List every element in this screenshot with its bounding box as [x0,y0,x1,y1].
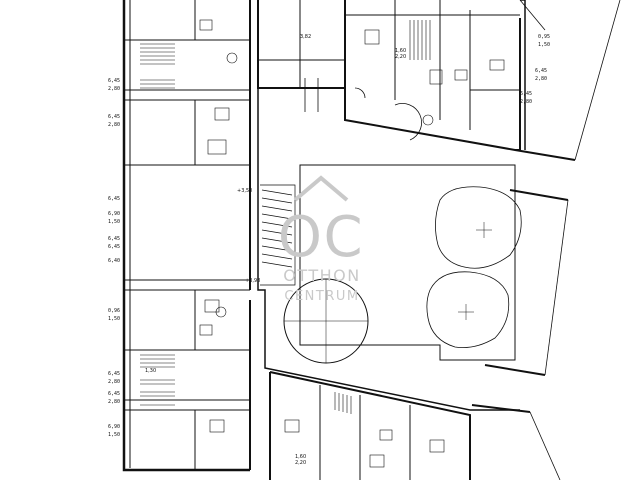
courtyard-plaza [299,164,516,361]
diagonal-edges [519,0,621,480]
dim-label: 1,50 [538,42,550,48]
outer-wall-left-wing [122,0,250,472]
courtyard-stair [260,184,296,286]
dim-label: 2,80 [535,76,547,82]
dim-label: 6,45 [108,391,120,397]
courtyard-wall [257,88,520,411]
dim-label: 6,45 [108,114,120,120]
room-labels: 1,60 2,20 3,82 1,30 +3,98 +3,50 1,60 2,2… [145,34,406,466]
dim-label: 6,45 [108,236,120,242]
watermark-line1: OTTHON [283,266,360,285]
watermark-logo: OC OTTHON CENTRUM [278,175,364,304]
watermark-line2: CENTRUM [284,289,359,304]
dim-label: 2,80 [108,122,120,128]
dim-label: 2,80 [108,399,120,405]
site-boundary-right [471,149,576,413]
dim-label: 2,80 [520,99,532,105]
room-label: 2,20 [295,460,306,466]
dim-label: 6,45 [108,244,120,250]
watermark-monogram: OC [278,205,364,270]
left-wing-rooms [124,0,251,470]
stair-bottom [334,392,352,414]
room-label: 3,82 [300,34,311,40]
room-label: 1,30 [145,368,156,374]
top-wing-wall [257,0,521,151]
dim-label: 1,50 [108,219,120,225]
dimensions-left: 6,45 2,80 6,45 2,80 6,45 6,90 1,50 6,45 … [108,78,120,438]
stair-top [409,20,431,60]
dim-label: 1,50 [108,316,120,322]
dim-label: 6,45 [535,68,547,74]
dimensions-right: 0,95 1,50 6,45 2,80 6,45 2,80 [520,34,550,105]
dim-label: 2,80 [108,379,120,385]
tree-canopy-lower [426,271,510,348]
dim-label: 6,45 [108,196,120,202]
dim-label: 6,45 [108,78,120,84]
stair-left-lower [140,354,175,406]
level-label: +3,50 [237,188,252,194]
dim-label: 0,96 [108,308,120,314]
stair-left-upper [140,43,175,89]
house-roof-icon [293,175,349,202]
level-label: +3,98 [245,278,260,284]
dim-label: 6,45 [520,91,532,97]
room-label: 1,60 [295,454,306,460]
dim-label: 6,40 [108,258,120,264]
fixtures [199,19,505,468]
room-label: 2,20 [395,54,406,60]
entry-doors [304,78,422,141]
dim-label: 1,50 [108,432,120,438]
dim-label: 6,45 [108,371,120,377]
bottom-wing-rooms [269,371,471,480]
room-label: 1,60 [395,48,406,54]
tree-canopy-upper [435,186,522,269]
dim-label: 6,90 [108,424,120,430]
dim-label: 2,80 [108,86,120,92]
dim-label: 6,90 [108,211,120,217]
right-edge-wall [520,0,526,150]
top-wing-rooms [258,0,520,130]
dim-label: 0,95 [538,34,550,40]
